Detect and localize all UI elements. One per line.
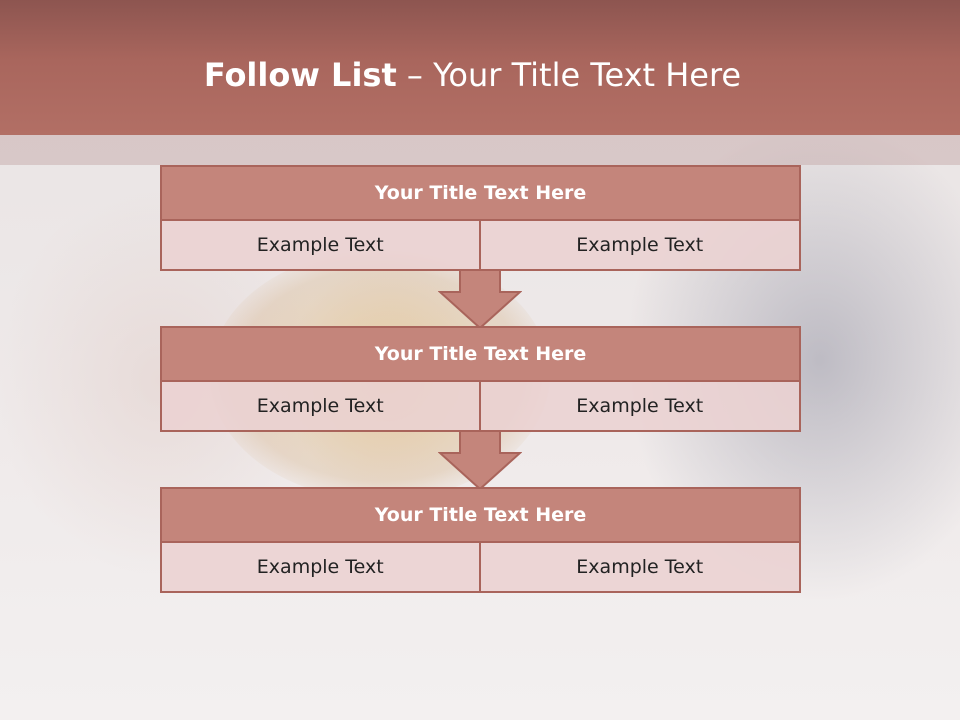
- block-cells: Example Text Example Text: [160, 221, 801, 271]
- block-cells: Example Text Example Text: [160, 543, 801, 593]
- block-cell-right: Example Text: [480, 382, 801, 432]
- title-rest: – Your Title Text Here: [396, 56, 742, 94]
- down-arrow-icon: [438, 431, 522, 491]
- list-block-2: Your Title Text Here Example Text Exampl…: [160, 326, 801, 432]
- block-title: Your Title Text Here: [160, 165, 801, 221]
- title-bold: Follow List: [203, 56, 397, 94]
- block-cells: Example Text Example Text: [160, 382, 801, 432]
- block-cell-right: Example Text: [480, 221, 801, 271]
- down-arrow-icon: [438, 270, 522, 330]
- block-cell-left: Example Text: [160, 221, 481, 271]
- list-block-1: Your Title Text Here Example Text Exampl…: [160, 165, 801, 271]
- block-cell-left: Example Text: [160, 543, 481, 593]
- block-title: Your Title Text Here: [160, 326, 801, 382]
- list-block-3: Your Title Text Here Example Text Exampl…: [160, 487, 801, 593]
- page-title: Follow List – Your Title Text Here: [0, 56, 945, 94]
- header-band: [0, 135, 960, 165]
- block-title: Your Title Text Here: [160, 487, 801, 543]
- header-bar: [0, 0, 960, 135]
- block-cell-left: Example Text: [160, 382, 481, 432]
- block-cell-right: Example Text: [480, 543, 801, 593]
